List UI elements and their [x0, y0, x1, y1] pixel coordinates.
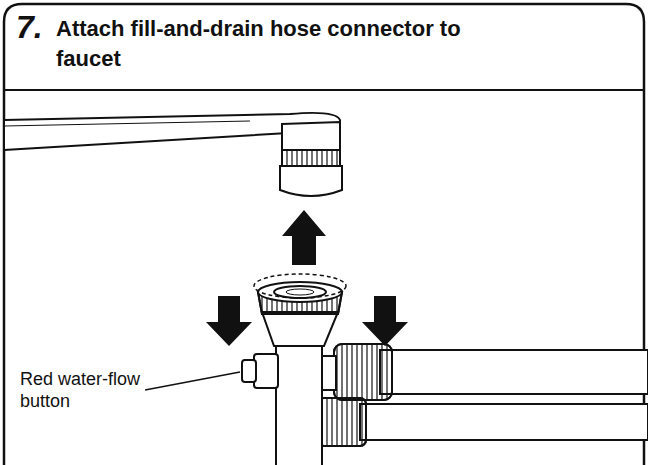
- down-arrow: [362, 296, 408, 346]
- header-rule: [4, 89, 644, 91]
- up-arrow: [282, 210, 326, 265]
- step-number: 7.: [16, 10, 43, 44]
- part-label: Red water-flow button: [20, 368, 170, 412]
- hose-connector: [242, 274, 648, 465]
- leader-line: [145, 372, 240, 390]
- panel-frame: [4, 4, 644, 465]
- step-title: Attach fill-and-drain hose connector to …: [56, 14, 496, 74]
- down-arrow: [206, 296, 252, 346]
- faucet: [4, 113, 342, 196]
